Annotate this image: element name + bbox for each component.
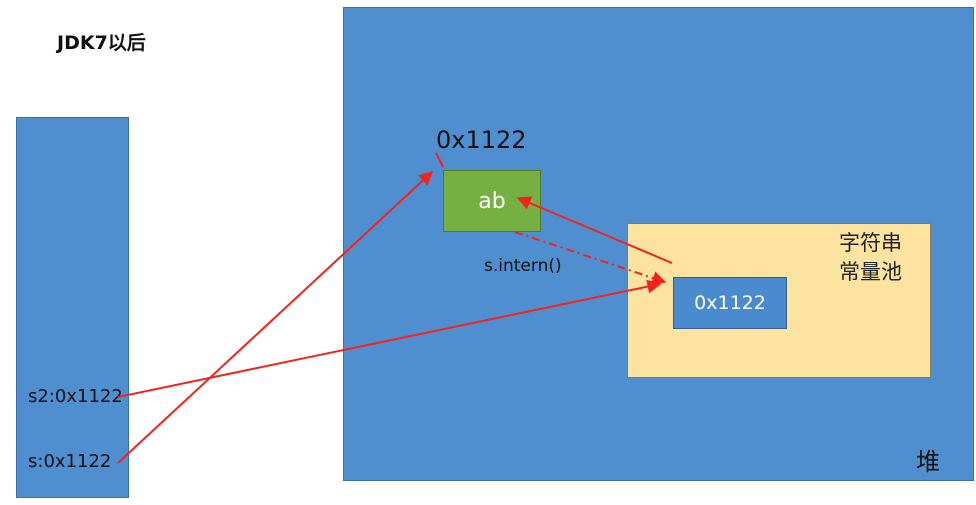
ab-string-object: ab	[443, 170, 541, 232]
pool-reference-entry: 0x1122	[673, 277, 787, 329]
pool-label-line2: 常量池	[839, 260, 902, 284]
address-tick	[435, 152, 444, 168]
heap-label: 堆	[916, 448, 940, 476]
s-to-ab-arrow	[117, 171, 434, 464]
pool-label-line1: 字符串	[839, 231, 902, 255]
intern-dashed-arrow	[514, 231, 667, 285]
pool-label: 字符串 常量池	[839, 229, 902, 287]
intern-call-label: s.intern()	[484, 256, 562, 276]
stack-frame	[16, 117, 129, 498]
s2-to-pool-arrow	[117, 279, 662, 398]
ab-address-label: 0x1122	[436, 126, 527, 154]
pool-to-ab-arrow	[516, 196, 673, 264]
s-variable: s:0x1122	[28, 451, 112, 472]
page-title: JDK7以后	[57, 32, 146, 54]
s2-variable: s2:0x1122	[28, 386, 123, 407]
